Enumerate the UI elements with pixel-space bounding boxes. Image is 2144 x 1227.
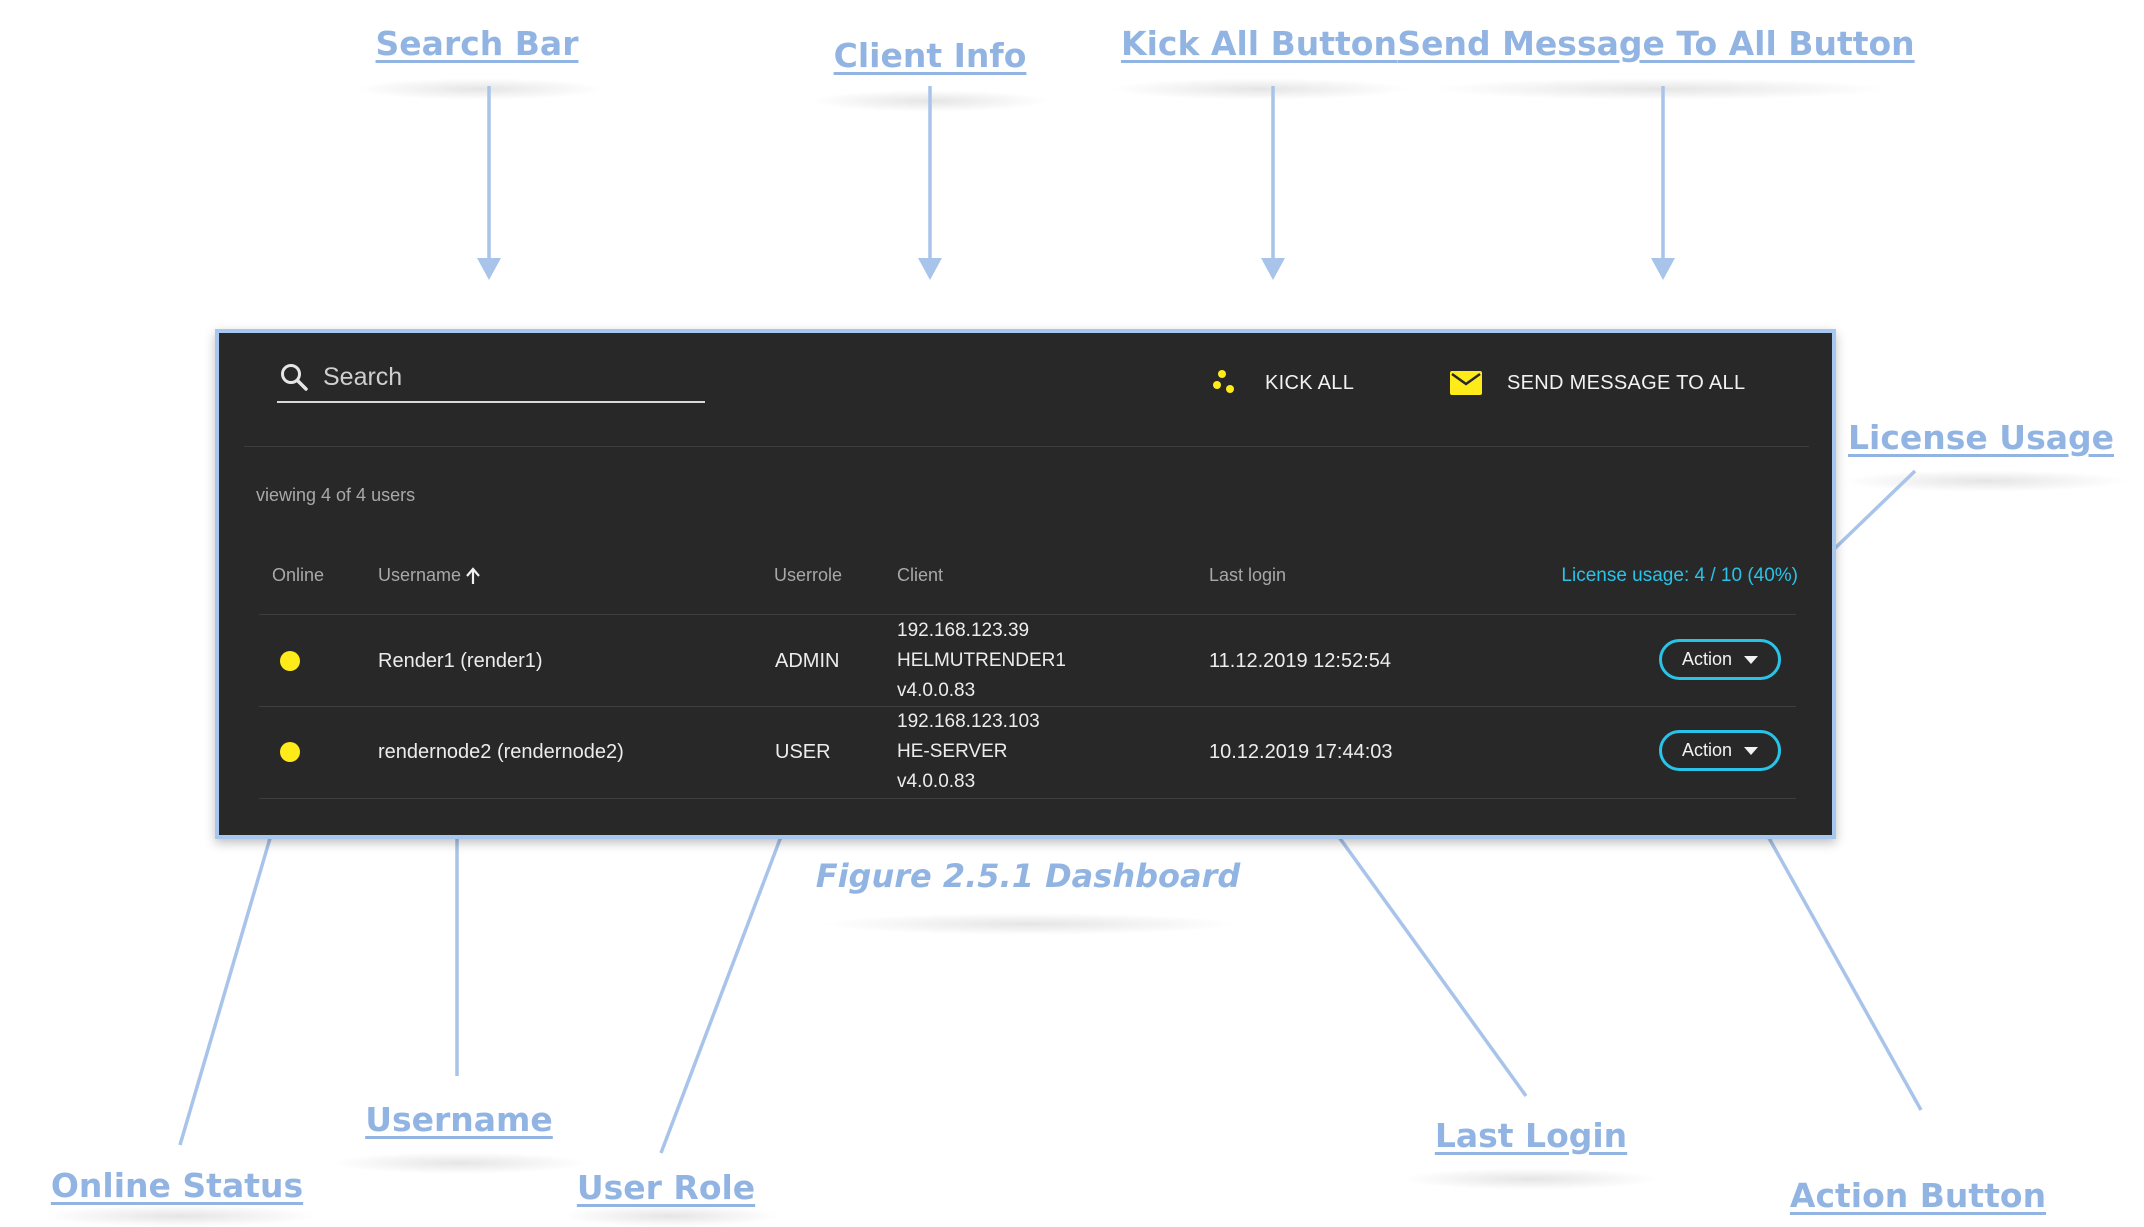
row-divider (259, 706, 1796, 707)
column-header-label: Username (378, 565, 462, 585)
callout-last-login: Last Login (1434, 1116, 1628, 1155)
username-cell: rendernode2 (rendernode2) (378, 741, 624, 763)
callout-shadow (1110, 78, 1410, 100)
action-label: Action (1681, 740, 1733, 760)
client-info-cell: 192.168.123.103 HE-SERVER v4.0.0.83 (897, 707, 1040, 797)
arrow-user-role (659, 825, 787, 1154)
search-input[interactable] (321, 361, 705, 393)
userrole-cell: USER (775, 741, 831, 763)
row-divider (259, 798, 1796, 799)
client-ip: 192.168.123.39 (897, 620, 1030, 641)
column-header-client[interactable]: Client (897, 565, 943, 586)
callout-shadow (355, 78, 605, 100)
action-label: Action (1681, 649, 1733, 669)
sort-up-arrow-icon (466, 566, 480, 584)
arrowhead (477, 258, 501, 280)
online-status-indicator (280, 742, 300, 762)
callout-kick-all-button: Kick All Button (1121, 24, 1397, 63)
username-cell: Render1 (render1) (378, 650, 543, 672)
column-header-label: Last login (1209, 565, 1287, 585)
arrowhead (918, 258, 942, 280)
callout-shadow (40, 1205, 320, 1227)
search-icon (281, 364, 308, 391)
arrowhead (1261, 258, 1285, 280)
callout-send-message-button: Send Message To All Button (1397, 24, 1915, 63)
last-login-cell: 11.12.2019 12:52:54 (1209, 650, 1392, 672)
online-status-indicator (280, 651, 300, 671)
column-header-username[interactable]: Username (378, 565, 481, 586)
mail-icon (1450, 371, 1482, 395)
callout-shadow (330, 1152, 590, 1174)
search-bar[interactable] (277, 353, 705, 403)
callout-license-usage: License Usage (1848, 418, 2114, 457)
arrowhead (1651, 258, 1675, 280)
arrow-online-status (178, 793, 285, 1146)
license-usage: License usage: 4 / 10 (40%) (1561, 565, 1798, 586)
kick-dots-icon (1213, 370, 1234, 393)
send-message-label: SEND MESSAGE TO ALL (1507, 371, 1746, 394)
column-header-online[interactable]: Online (272, 565, 324, 586)
send-message-to-all-button[interactable]: SEND MESSAGE TO ALL (1449, 353, 1745, 413)
userrole-cell: ADMIN (775, 650, 840, 672)
arrow-last-login (1316, 806, 1528, 1098)
column-header-label: Userrole (774, 565, 843, 585)
callout-search-bar: Search Bar (375, 24, 579, 63)
kick-all-label: KICK ALL (1265, 371, 1355, 394)
client-info-cell: 192.168.123.39 HELMUTRENDER1 v4.0.0.83 (897, 616, 1066, 706)
client-version: v4.0.0.83 (897, 680, 976, 701)
kick-all-button[interactable]: KICK ALL (1209, 353, 1354, 413)
client-ip: 192.168.123.103 (897, 711, 1040, 732)
callout-shadow (1400, 1168, 1660, 1190)
column-header-label: Client (897, 565, 944, 585)
column-header-last-login[interactable]: Last login (1209, 565, 1286, 586)
callout-username: Username (365, 1100, 553, 1139)
callout-shadow (1430, 78, 1890, 100)
callout-user-role: User Role (576, 1168, 756, 1207)
action-button[interactable]: Action (1659, 639, 1781, 680)
caret-down-icon (1744, 655, 1759, 664)
column-header-userrole[interactable]: Userrole (774, 565, 842, 586)
row-divider (259, 614, 1796, 615)
column-header-label: Online (272, 565, 325, 585)
callout-client-info: Client Info (833, 36, 1027, 75)
callout-action-button: Action Button (1789, 1176, 2047, 1215)
figure-caption: Figure 2.5.1 Dashboard (815, 857, 1241, 895)
divider (244, 446, 1809, 447)
viewing-count: viewing 4 of 4 users (256, 485, 416, 505)
caret-down-icon (1744, 746, 1759, 755)
callout-online-status: Online Status (50, 1166, 304, 1205)
callout-shadow (560, 1205, 780, 1227)
last-login-cell: 10.12.2019 17:44:03 (1209, 741, 1393, 763)
client-host: HELMUTRENDER1 (897, 650, 1066, 671)
caption-shadow (820, 913, 1240, 935)
arrow-action-button (1758, 821, 1923, 1111)
dashboard-panel: KICK ALL SEND MESSAGE TO ALL viewing 4 o… (215, 329, 1836, 839)
client-version: v4.0.0.83 (897, 771, 976, 792)
client-host: HE-SERVER (897, 741, 1008, 762)
action-button[interactable]: Action (1659, 730, 1781, 771)
